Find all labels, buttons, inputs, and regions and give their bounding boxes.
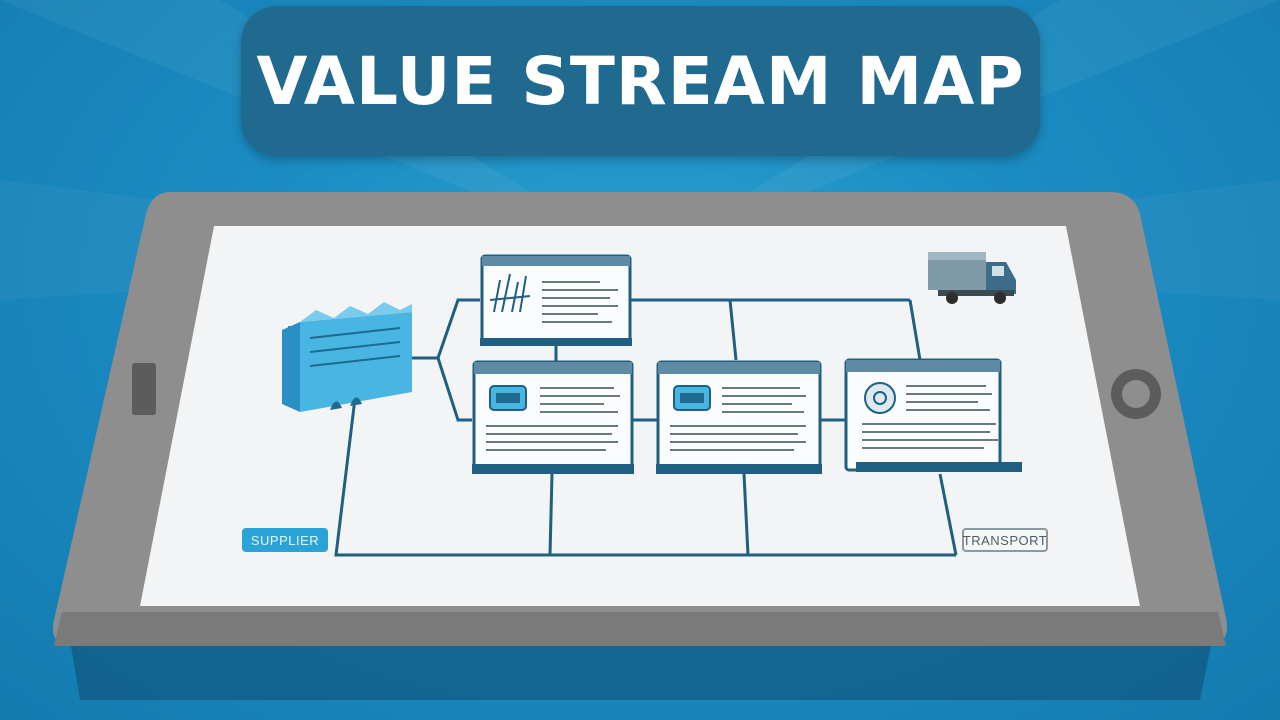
machine-icon: [489, 385, 527, 411]
process-box-3: [844, 358, 1022, 472]
chart-glyph-icon: [489, 273, 531, 313]
process-box-top: [480, 254, 632, 346]
supplier-tag: SUPPLIER: [242, 528, 328, 552]
factory-icon: [282, 302, 412, 412]
home-button-icon: [1111, 369, 1161, 419]
page-title: VALUE STREAM MAP: [256, 42, 1025, 120]
truck-icon: [928, 252, 1016, 304]
machine-icon: [673, 385, 711, 411]
side-button-icon: [132, 363, 156, 415]
process-box-1: [472, 360, 634, 474]
transport-tag: TRANSPORT: [962, 528, 1048, 552]
process-box-2: [656, 360, 822, 474]
gear-icon: [864, 382, 896, 414]
title-banner: VALUE STREAM MAP: [241, 6, 1040, 156]
flow-lines: [334, 298, 958, 557]
